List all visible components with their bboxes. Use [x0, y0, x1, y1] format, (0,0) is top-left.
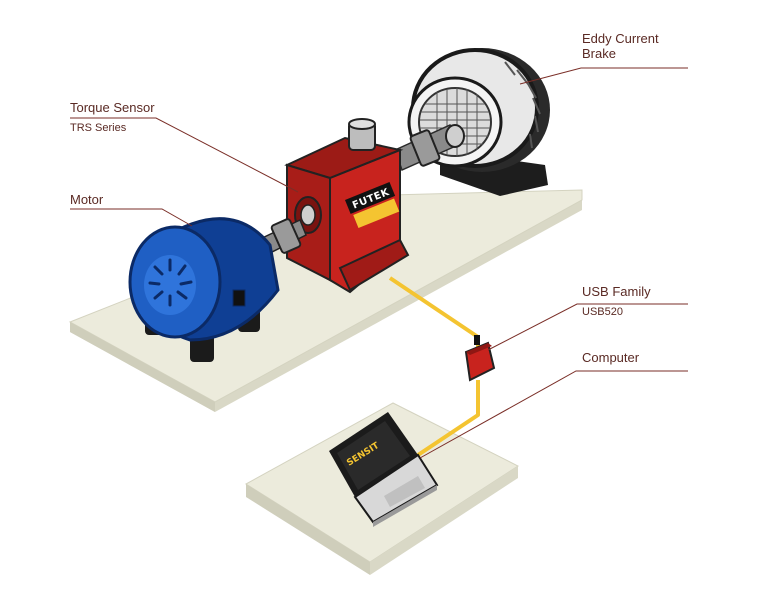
eddy-current-brake	[407, 48, 550, 196]
leader-computer	[419, 370, 688, 459]
computer-title: Computer	[582, 350, 640, 365]
leader-usb	[487, 303, 688, 351]
label-motor: Motor	[70, 192, 104, 208]
brake-coupling	[394, 123, 465, 172]
label-brake: Eddy Current Brake	[582, 31, 659, 62]
laptop: SENSIT	[329, 412, 439, 527]
brake-title-line1: Eddy Current	[582, 31, 659, 46]
usb-family-title: USB Family	[582, 284, 651, 299]
label-computer: Computer	[582, 350, 640, 366]
usb-family-subtitle: USB520	[582, 305, 623, 318]
motor-title: Motor	[70, 192, 104, 207]
leader-torque-sensor	[70, 117, 299, 193]
torque-sensor-title: Torque Sensor	[70, 100, 155, 115]
torque-sensor-body: FUTEK	[284, 118, 410, 294]
motor	[128, 217, 280, 362]
label-torque-sensor: Torque Sensor TRS Series	[70, 100, 155, 135]
label-usb-family: USB Family USB520	[582, 284, 651, 319]
usb520-module	[464, 335, 496, 382]
brake-title-line2: Brake	[582, 45, 616, 61]
leader-brake	[519, 67, 688, 85]
leader-lines	[70, 67, 688, 459]
torque-sensor-subtitle: TRS Series	[70, 121, 127, 134]
leader-motor	[70, 208, 193, 227]
